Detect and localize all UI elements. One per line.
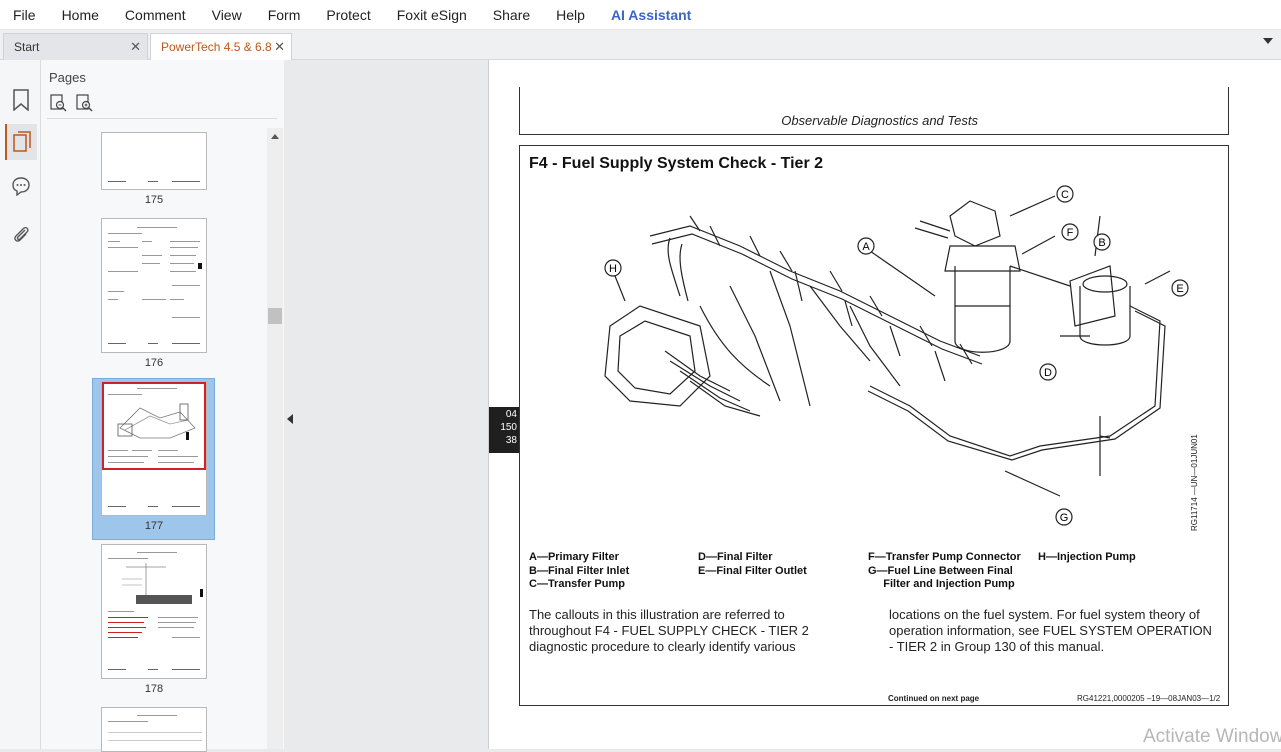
menu-view[interactable]: View [211,6,242,23]
tab-list-dropdown-icon[interactable] [1263,38,1273,44]
page-thumbnail-175[interactable] [101,132,207,190]
document-reference: RG41221,0000205 –19—08JAN03—1/2 [1077,694,1221,703]
viewport-indicator [102,382,206,470]
figure-id: RG11714 —UN—01JUN01 [1190,434,1199,531]
page-number-177: 177 [144,520,164,532]
intro-paragraph-left: The callouts in this illustration are re… [529,607,809,654]
zoom-in-thumbnails-icon[interactable] [75,94,93,112]
fuel-system-diagram: H A C F B E D G RG11714 —UN—01JUN0 [604,185,1199,531]
page-header-text: Observable Diagnostics and Tests [781,113,978,128]
page-header-box: Observable Diagnostics and Tests [519,87,1229,135]
connector-diagram-preview [122,563,192,604]
intro-paragraph-right: locations on the fuel system. For fuel s… [889,607,1212,654]
collapse-left-icon[interactable] [287,414,293,424]
menu-bar: File Home Comment View Form Protect Foxi… [0,0,1281,30]
legend-col-1: A—Primary Filter B—Final Filter Inlet C—… [529,551,630,590]
scrollbar-thumb[interactable] [268,308,282,324]
bookmark-icon[interactable] [5,82,37,118]
diagram-preview [117,403,196,439]
tab-start[interactable]: Start ✕ [3,33,148,60]
page-thumbnail-179[interactable] [101,707,207,752]
menu-help[interactable]: Help [556,6,585,23]
divider [47,118,277,119]
document-viewer[interactable]: Observable Diagnostics and Tests 04 150 … [298,60,1281,749]
side-icon-rail [0,60,41,749]
page-thumbnail-177[interactable] [101,381,207,516]
section-side-tab: 04 150 38 [489,407,519,453]
legend-col-3: F—Transfer Pump Connector G—Fuel Line Be… [868,551,1021,590]
pdf-page: Observable Diagnostics and Tests 04 150 … [488,60,1281,749]
zoom-out-thumbnails-icon[interactable] [49,94,67,112]
pages-icon[interactable] [5,124,37,160]
pages-panel-title: Pages [49,70,86,85]
continued-note: Continued on next page [888,694,980,703]
page-number-178: 178 [144,683,164,695]
menu-protect[interactable]: Protect [326,6,371,23]
menu-comment[interactable]: Comment [124,6,186,23]
pages-panel: Pages 175 176 [41,60,284,752]
tab-bar: Start ✕ PowerTech 4.5 & 6.8 ... ✕ [0,30,1281,80]
menu-form[interactable]: Form [267,6,301,23]
callout-e: E [1176,283,1183,295]
menu-ai-assistant[interactable]: AI Assistant [610,6,692,23]
callout-g: G [1060,512,1069,524]
page-number-176: 176 [144,357,164,369]
section-content-box: F4 - Fuel Supply System Check - Tier 2 [519,145,1229,706]
page-number-175: 175 [144,194,164,206]
menu-foxit-esign[interactable]: Foxit eSign [396,6,467,23]
page-thumbnail-176[interactable] [101,218,207,353]
page-thumbnail-178[interactable] [101,544,207,679]
close-icon[interactable]: ✕ [130,39,141,54]
side-tab-group: 04 [505,409,517,420]
callout-h: H [609,263,617,275]
windows-activation-watermark: Activate Window [1143,726,1281,747]
callout-c: C [1061,189,1069,201]
side-tab-section: 150 [500,422,517,433]
menu-file[interactable]: File [13,6,36,23]
side-tab-page: 38 [505,435,517,446]
diagram-callouts: H A C F B E D G [604,185,1189,526]
menu-share[interactable]: Share [492,6,531,23]
close-icon[interactable]: ✕ [274,39,285,54]
callout-f: F [1067,227,1074,239]
pages-toolbar [49,94,93,112]
legend-col-2: D—Final Filter E—Final Filter Outlet [698,551,807,577]
comments-icon[interactable] [5,168,37,204]
callout-b: B [1098,237,1105,249]
tab-start-label: Start [14,40,40,54]
section-title: F4 - Fuel Supply System Check - Tier 2 [529,155,824,172]
callout-d: D [1044,367,1052,379]
legend-col-4: H—Injection Pump [1038,551,1136,563]
thumbnail-scrollbar[interactable] [267,128,283,749]
menu-home[interactable]: Home [61,6,99,23]
panel-collapse-handle[interactable] [284,60,298,749]
attachment-icon[interactable] [5,216,37,252]
tab-document[interactable]: PowerTech 4.5 & 6.8 ... ✕ [150,33,292,80]
callout-a: A [862,241,870,253]
scroll-up-icon[interactable] [271,134,279,139]
